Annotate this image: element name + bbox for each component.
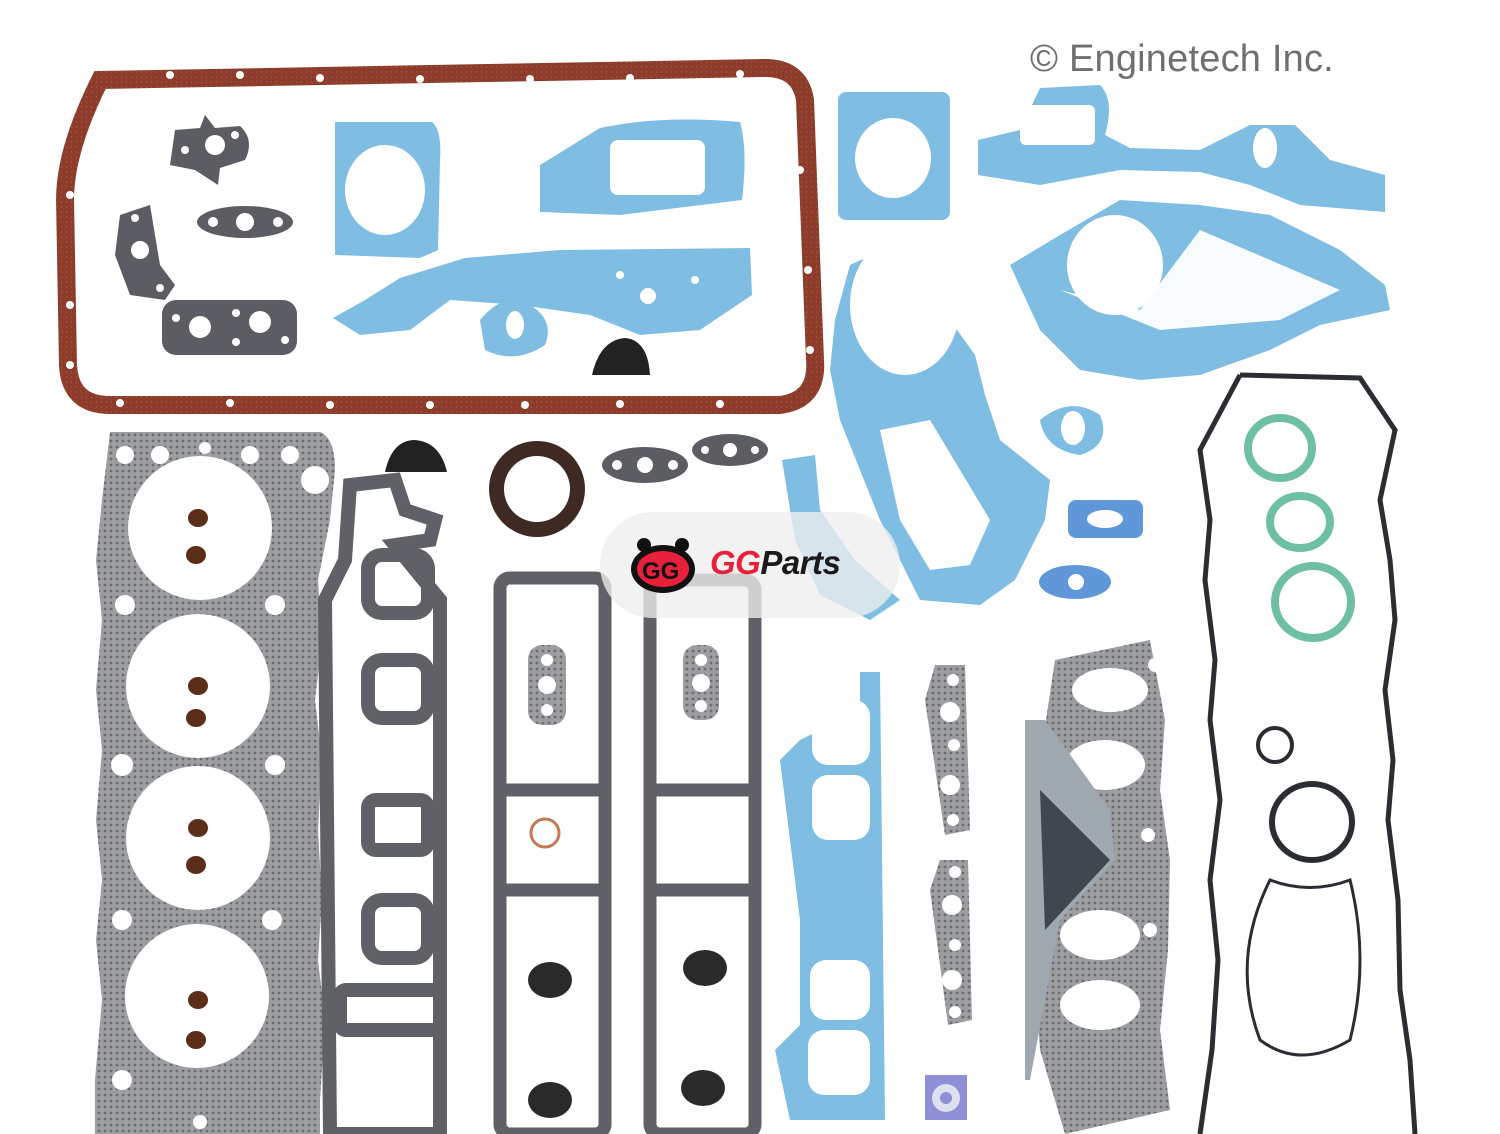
intake-manifold-gasket	[317, 472, 447, 1134]
exhaust-rings	[1244, 414, 1355, 642]
exhaust-small-gaskets	[528, 645, 719, 725]
copper-washer	[529, 817, 561, 849]
red-mascot-face-icon: GG	[631, 538, 695, 593]
valve-cover-grommets	[528, 950, 727, 1118]
brand-suffix: Parts	[760, 544, 841, 581]
valve-cover-rubber-gasket	[1197, 372, 1418, 1134]
blue-intake-gasket-lower	[775, 672, 885, 1120]
exhaust-manifold-gasket	[1025, 640, 1170, 1134]
cylinder-head-gasket	[95, 432, 335, 1134]
oil-pan-gasket	[55, 58, 825, 414]
plastic-washer	[925, 1075, 967, 1120]
o-rings	[1245, 726, 1362, 1057]
ggparts-watermark: GG GGParts	[600, 512, 900, 618]
half-moon-seal	[592, 338, 650, 375]
copyright-text: © Enginetech Inc.	[1030, 38, 1334, 80]
svg-text:GG: GG	[642, 558, 679, 585]
half-moon-seal-2	[385, 440, 447, 472]
small-graphite-gaskets-mid	[602, 434, 768, 483]
watermark-brand-text: GGParts	[710, 544, 841, 582]
front-crank-seal	[489, 441, 585, 537]
brand-prefix: GG	[710, 544, 761, 581]
